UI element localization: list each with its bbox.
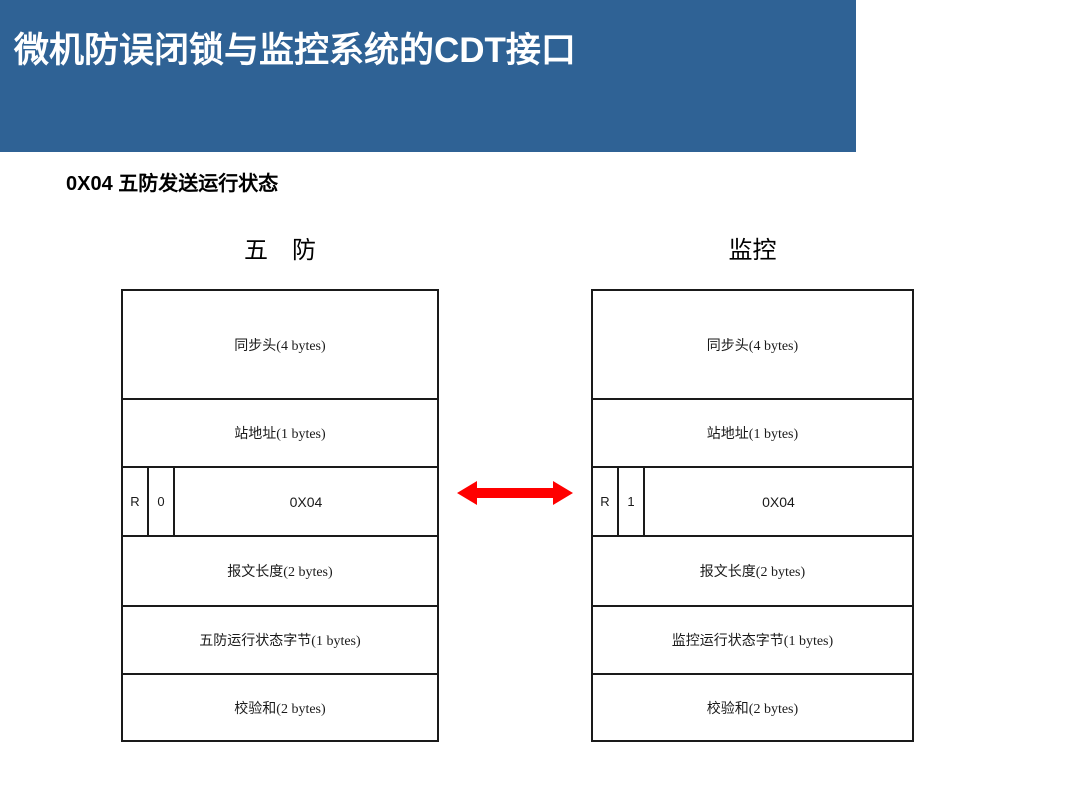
cell-direction-bit: 1 <box>619 468 645 535</box>
table-row: 五防运行状态字节(1 bytes) <box>123 607 437 675</box>
left-column-heading: 五 防 <box>244 237 316 264</box>
page-title: 微机防误闭锁与监控系统的CDT接口 <box>14 31 576 70</box>
table-row: 同步头(4 bytes) <box>123 291 437 400</box>
table-row-split: R 0 0X04 <box>123 468 437 537</box>
cell-command-code: 0X04 <box>762 493 795 510</box>
table-row: 校验和(2 bytes) <box>234 701 326 717</box>
table-row: 报文长度(2 bytes) <box>593 537 912 607</box>
cell-r-flag: R <box>593 468 619 535</box>
table-row: 站地址(1 bytes) <box>123 400 437 468</box>
table-row: 监控运行状态字节(1 bytes) <box>593 607 912 675</box>
title-banner: 微机防误闭锁与监控系统的CDT接口 <box>0 0 856 152</box>
table-row: 校验和(2 bytes) <box>706 701 799 717</box>
cell-command-code: 0X04 <box>289 493 323 510</box>
table-row: 报文长度(2 bytes) <box>123 537 437 607</box>
bidirectional-red-arrow-icon <box>457 478 573 508</box>
table-row: 站地址(1 bytes) <box>593 400 912 468</box>
right-frame-table: 同步头(4 bytes) 站地址(1 bytes) R 1 0X04 报文长度(… <box>591 289 914 742</box>
table-row-split: R 1 0X04 <box>593 468 912 537</box>
section-subtitle: 0X04 五防发送运行状态 <box>66 173 279 195</box>
table-row: 同步头(4 bytes) <box>593 291 912 400</box>
right-column-heading: 监控 <box>728 237 777 264</box>
left-frame-table: 同步头(4 bytes) 站地址(1 bytes) R 0 0X04 报文长度(… <box>121 289 439 742</box>
cell-r-flag: R <box>123 468 149 535</box>
cell-direction-bit: 0 <box>149 468 175 535</box>
